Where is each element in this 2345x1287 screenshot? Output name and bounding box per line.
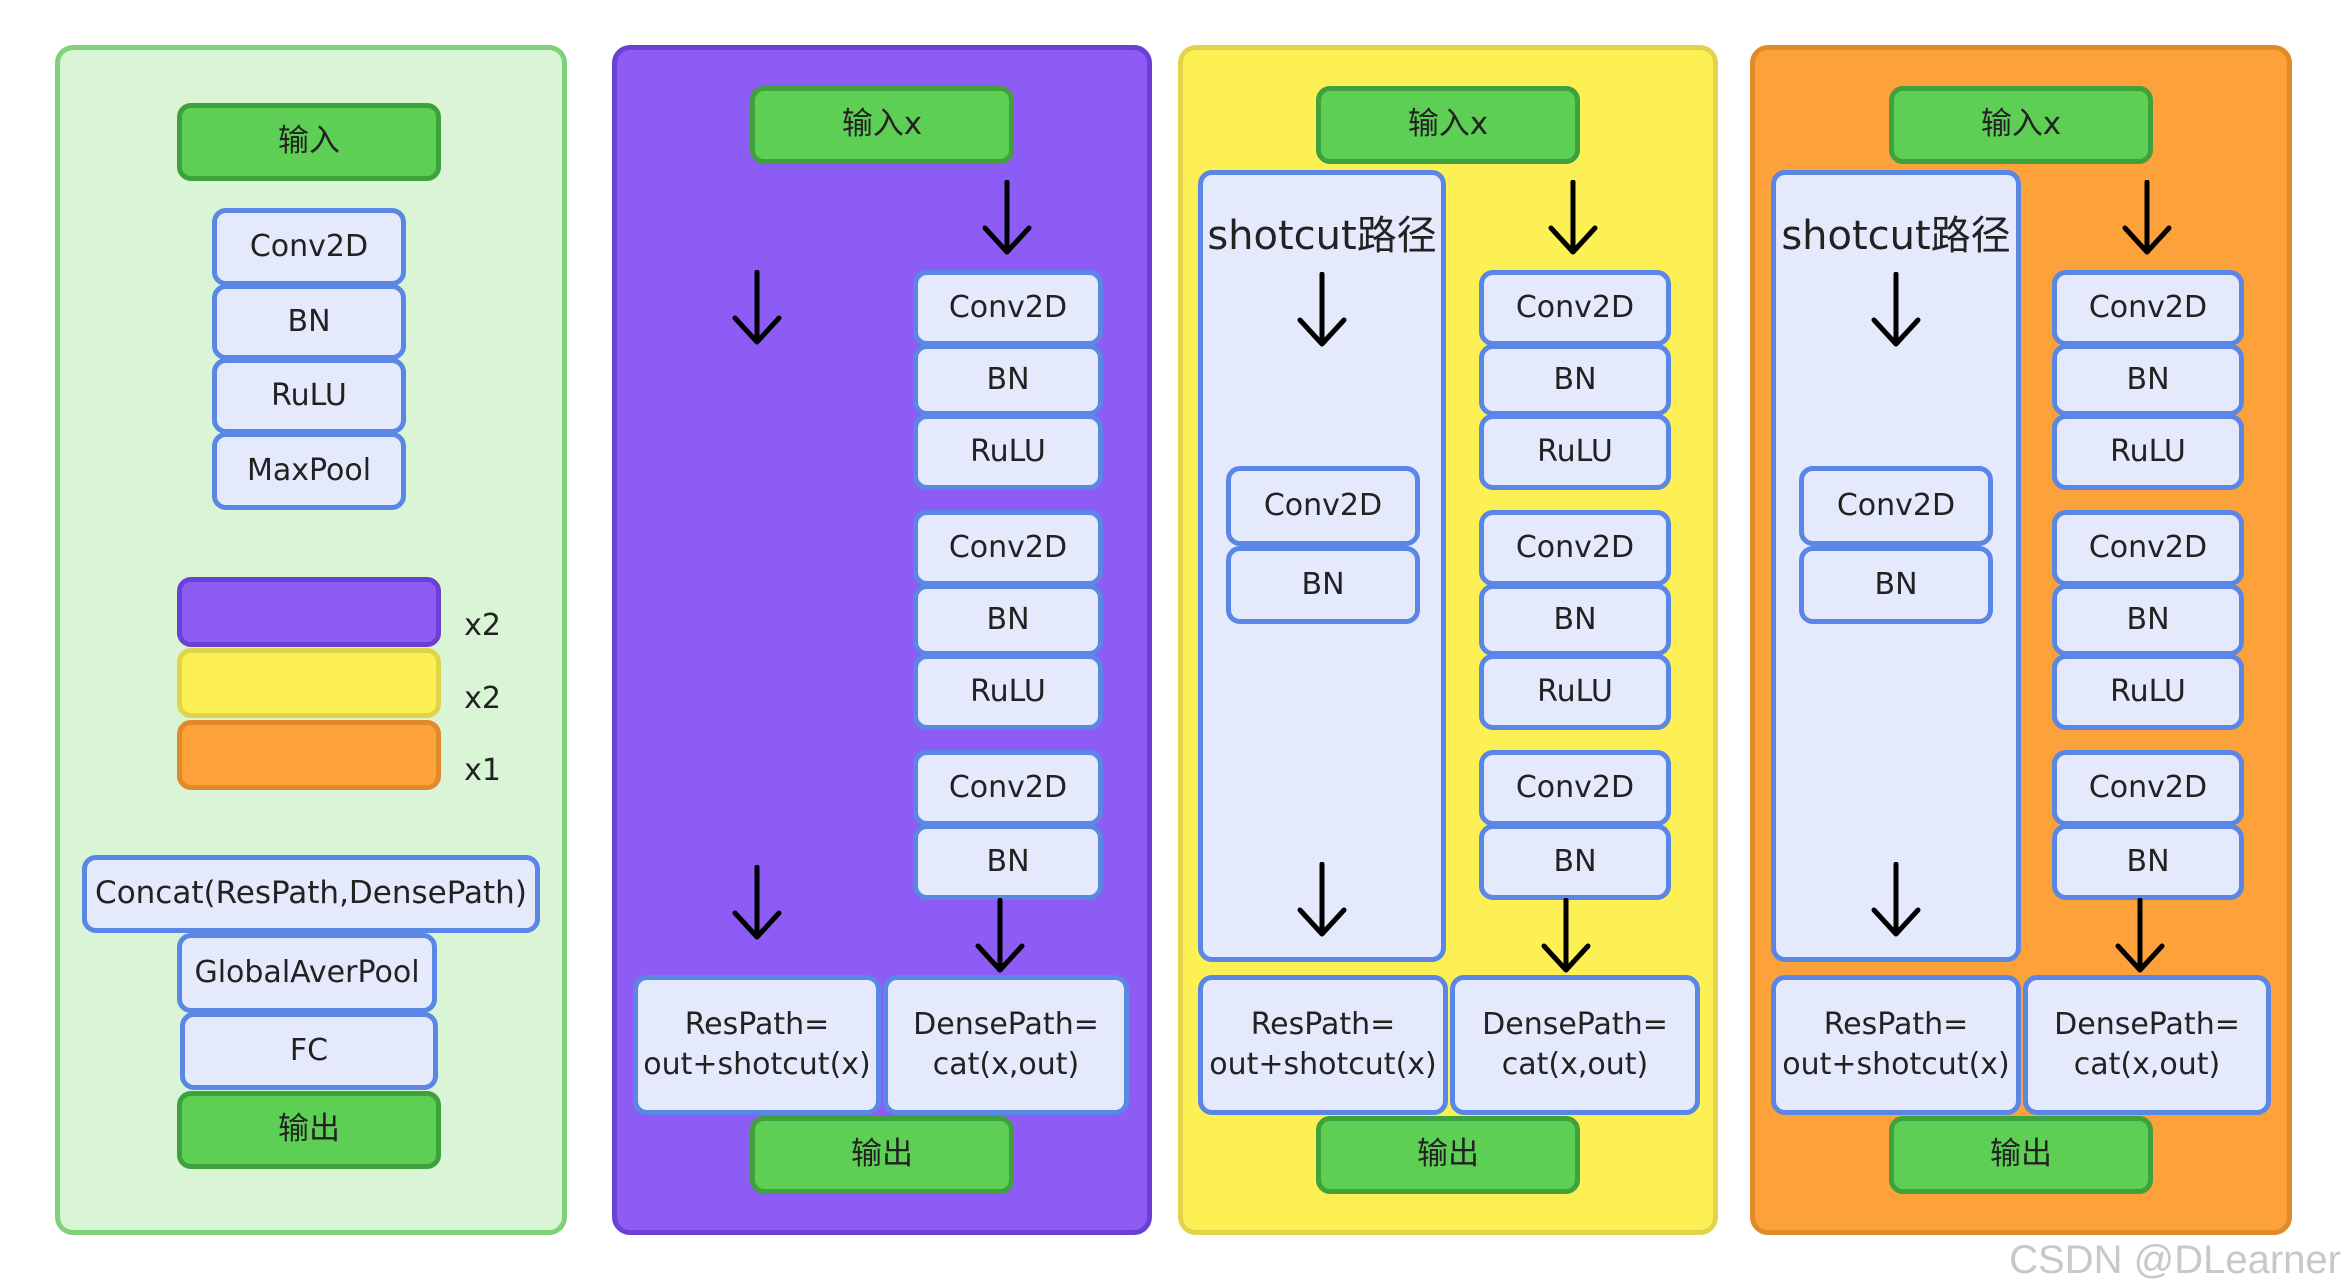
orange-block-swatch bbox=[177, 720, 441, 790]
yellow-respath-node: ResPath= out+shotcut(x) bbox=[1198, 975, 1448, 1115]
purple-block-swatch bbox=[177, 577, 441, 647]
overview-fc-node: FC bbox=[180, 1012, 438, 1090]
orange-respath-node: ResPath= out+shotcut(x) bbox=[1771, 975, 2021, 1115]
yellow-dense-conv2d-3: Conv2D bbox=[1479, 750, 1671, 826]
yellow-dense-relu-1: RuLU bbox=[1479, 414, 1671, 490]
orange-block-repeat: x1 bbox=[464, 752, 501, 788]
overview-concat-node: Concat(ResPath,DensePath) bbox=[82, 855, 540, 933]
orange-dense-bn-1: BN bbox=[2052, 344, 2244, 416]
orange-shortcut-conv2d: Conv2D bbox=[1799, 466, 1993, 546]
purple-dense-relu-1: RuLU bbox=[913, 414, 1103, 490]
yellow-shortcut-arrow-bottom bbox=[1292, 862, 1352, 938]
purple-input-node: 输入x bbox=[750, 86, 1014, 164]
purple-dense-bn-1: BN bbox=[913, 344, 1103, 416]
purple-dense-bn-3: BN bbox=[913, 824, 1103, 900]
overview-stem-bn: BN bbox=[212, 284, 406, 360]
overview-stem-maxpool: MaxPool bbox=[212, 432, 406, 510]
overview-globalaverpool-node: GlobalAverPool bbox=[177, 933, 437, 1013]
orange-input-node: 输入x bbox=[1889, 86, 2153, 164]
orange-dense-bn-3: BN bbox=[2052, 824, 2244, 900]
orange-densepath-node: DensePath= cat(x,out) bbox=[2023, 975, 2271, 1115]
orange-dense-arrow-top bbox=[2117, 180, 2177, 256]
yellow-input-node: 输入x bbox=[1316, 86, 1580, 164]
orange-shortcut-arrow-bottom bbox=[1866, 862, 1926, 938]
purple-respath-node: ResPath= out+shotcut(x) bbox=[633, 975, 881, 1115]
yellow-dense-bn-2: BN bbox=[1479, 584, 1671, 656]
purple-dense-arrow-bottom bbox=[970, 898, 1030, 974]
yellow-dense-bn-3: BN bbox=[1479, 824, 1671, 900]
purple-dense-arrow-top bbox=[977, 180, 1037, 256]
watermark-text: CSDN @DLearner bbox=[2009, 1238, 2341, 1282]
purple-densepath-node: DensePath= cat(x,out) bbox=[883, 975, 1129, 1115]
overview-input-node: 输入 bbox=[177, 103, 441, 181]
overview-stem-conv2d: Conv2D bbox=[212, 208, 406, 286]
orange-shortcut-arrow-top bbox=[1866, 272, 1926, 348]
yellow-shortcut-conv2d: Conv2D bbox=[1226, 466, 1420, 546]
orange-dense-conv2d-3: Conv2D bbox=[2052, 750, 2244, 826]
orange-dense-relu-1: RuLU bbox=[2052, 414, 2244, 490]
purple-block-repeat: x2 bbox=[464, 607, 501, 643]
purple-output-node: 输出 bbox=[750, 1116, 1014, 1194]
yellow-dense-conv2d-2: Conv2D bbox=[1479, 510, 1671, 586]
yellow-shortcut-arrow-top bbox=[1292, 272, 1352, 348]
overview-stem-relu: RuLU bbox=[212, 358, 406, 434]
purple-res-arrow-top bbox=[727, 270, 787, 346]
orange-output-node: 输出 bbox=[1889, 1116, 2153, 1194]
yellow-densepath-node: DensePath= cat(x,out) bbox=[1450, 975, 1700, 1115]
purple-dense-bn-2: BN bbox=[913, 584, 1103, 656]
yellow-dense-arrow-bottom bbox=[1536, 898, 1596, 974]
purple-dense-conv2d-2: Conv2D bbox=[913, 510, 1103, 586]
yellow-dense-bn-1: BN bbox=[1479, 344, 1671, 416]
yellow-output-node: 输出 bbox=[1316, 1116, 1580, 1194]
overview-output-node: 输出 bbox=[177, 1091, 441, 1169]
purple-dense-conv2d-3: Conv2D bbox=[913, 750, 1103, 826]
yellow-block-swatch bbox=[177, 648, 441, 718]
orange-dense-arrow-bottom bbox=[2110, 898, 2170, 974]
yellow-dense-arrow-top bbox=[1543, 180, 1603, 256]
orange-shortcut-title: shotcut路径 bbox=[1781, 213, 2011, 259]
yellow-shortcut-title: shotcut路径 bbox=[1207, 213, 1437, 259]
yellow-dense-conv2d-1: Conv2D bbox=[1479, 270, 1671, 346]
purple-res-arrow-bottom bbox=[727, 865, 787, 941]
orange-shortcut-bn: BN bbox=[1799, 546, 1993, 624]
purple-dense-relu-2: RuLU bbox=[913, 654, 1103, 730]
orange-dense-conv2d-2: Conv2D bbox=[2052, 510, 2244, 586]
orange-dense-conv2d-1: Conv2D bbox=[2052, 270, 2244, 346]
purple-dense-conv2d-1: Conv2D bbox=[913, 270, 1103, 346]
yellow-block-repeat: x2 bbox=[464, 680, 501, 716]
orange-dense-relu-2: RuLU bbox=[2052, 654, 2244, 730]
orange-dense-bn-2: BN bbox=[2052, 584, 2244, 656]
yellow-dense-relu-2: RuLU bbox=[1479, 654, 1671, 730]
yellow-shortcut-bn: BN bbox=[1226, 546, 1420, 624]
